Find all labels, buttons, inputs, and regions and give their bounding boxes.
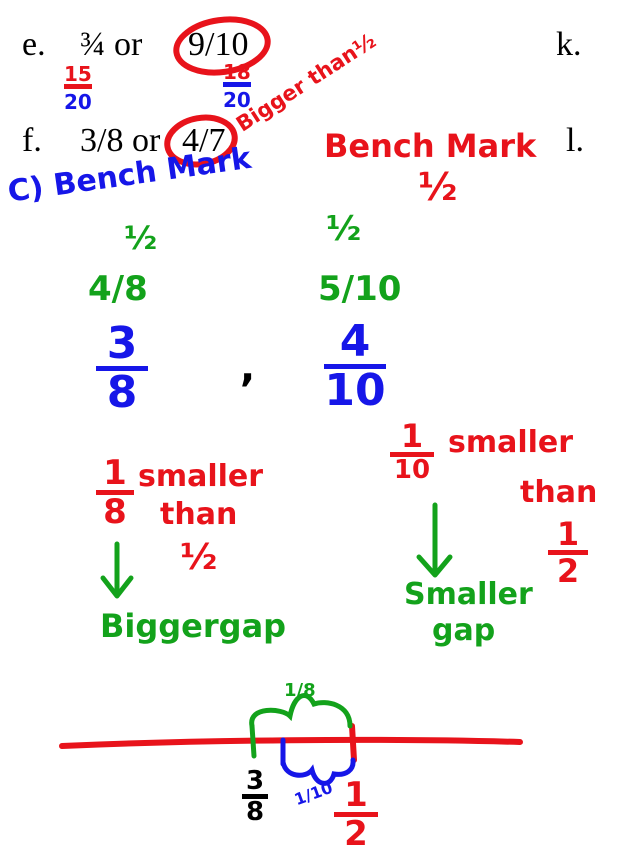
left-equiv-four-eighths: 4/8 (88, 269, 148, 309)
problem-e-letter: e. (22, 26, 46, 63)
left-note-than: than (160, 497, 238, 532)
left-note-smaller: smaller (138, 459, 264, 494)
numerator: 1 (556, 515, 580, 553)
bigger-gap-label: Biggergap (100, 607, 287, 645)
number-line-half: 1 2 (334, 778, 378, 851)
equiv-fraction-18-20-den: 20 (223, 90, 251, 110)
denominator: 10 (324, 365, 386, 416)
smaller-gap-line2: gap (432, 613, 496, 648)
numerator: 1 (344, 775, 368, 815)
equiv-fraction-15-20: 15 (64, 64, 92, 89)
brace-one-tenth (280, 757, 356, 786)
numerator: 1 (103, 453, 127, 493)
circle-9-10 (173, 16, 271, 76)
arrow-right-down (416, 502, 453, 578)
numerator: 18 (223, 60, 251, 84)
tick-half (349, 723, 357, 763)
right-half: ½ (326, 209, 362, 249)
problem-e-second: 9/10 (188, 26, 249, 63)
right-note-half: 1 2 (548, 518, 588, 587)
problem-f-first: 3/8 or (80, 122, 161, 159)
problem-f-letter: f. (22, 122, 42, 159)
denominator: 8 (245, 797, 265, 827)
left-half: ½ (124, 219, 158, 257)
arrow-left-down (100, 541, 134, 599)
equiv-fraction-15-20-den: 20 (64, 92, 92, 112)
numerator: 1 (400, 417, 424, 455)
circle-4-7 (164, 114, 238, 168)
problem-e-first: ¾ or (80, 26, 143, 63)
fraction-three-eighths: 3 8 (96, 322, 148, 415)
right-equiv-five-tenths: 5/10 (318, 269, 402, 309)
difference-one-eighth: 1 8 (96, 456, 134, 529)
problem-f-second: 4/7 (182, 122, 226, 159)
smaller-gap-line1: Smaller (404, 577, 533, 612)
numerator: 3 (106, 318, 138, 369)
denominator: 2 (556, 552, 580, 590)
denominator: 8 (106, 367, 138, 418)
difference-one-tenth: 1 10 (390, 420, 434, 483)
equiv-fraction-18-20: 18 (223, 62, 251, 87)
right-note-than: than (520, 475, 598, 510)
number-line-gap-one-eighth: 1/8 (284, 680, 316, 701)
problem-k-letter: k. (556, 26, 582, 63)
right-note-smaller: smaller (448, 425, 574, 460)
comparison-separator: , (240, 345, 256, 391)
number-line-three-eighths: 3 8 (242, 768, 268, 825)
numerator: 3 (245, 766, 265, 796)
tick-three-eighths (249, 723, 257, 759)
denominator: 20 (64, 90, 92, 114)
fraction-four-tenths: 4 10 (324, 320, 386, 413)
denominator: 2 (344, 814, 368, 854)
left-note-half: ½ (180, 537, 218, 578)
numerator: 4 (339, 316, 371, 367)
brace-one-eighth (249, 693, 353, 729)
denominator: 20 (223, 88, 251, 112)
number-line (59, 736, 523, 749)
benchmark-label: Bench Mark (324, 127, 537, 165)
numerator: 15 (64, 62, 92, 86)
denominator: 8 (103, 492, 127, 532)
denominator: 10 (393, 455, 431, 485)
benchmark-half: ½ (418, 165, 458, 209)
problem-l-letter: l. (566, 122, 584, 159)
